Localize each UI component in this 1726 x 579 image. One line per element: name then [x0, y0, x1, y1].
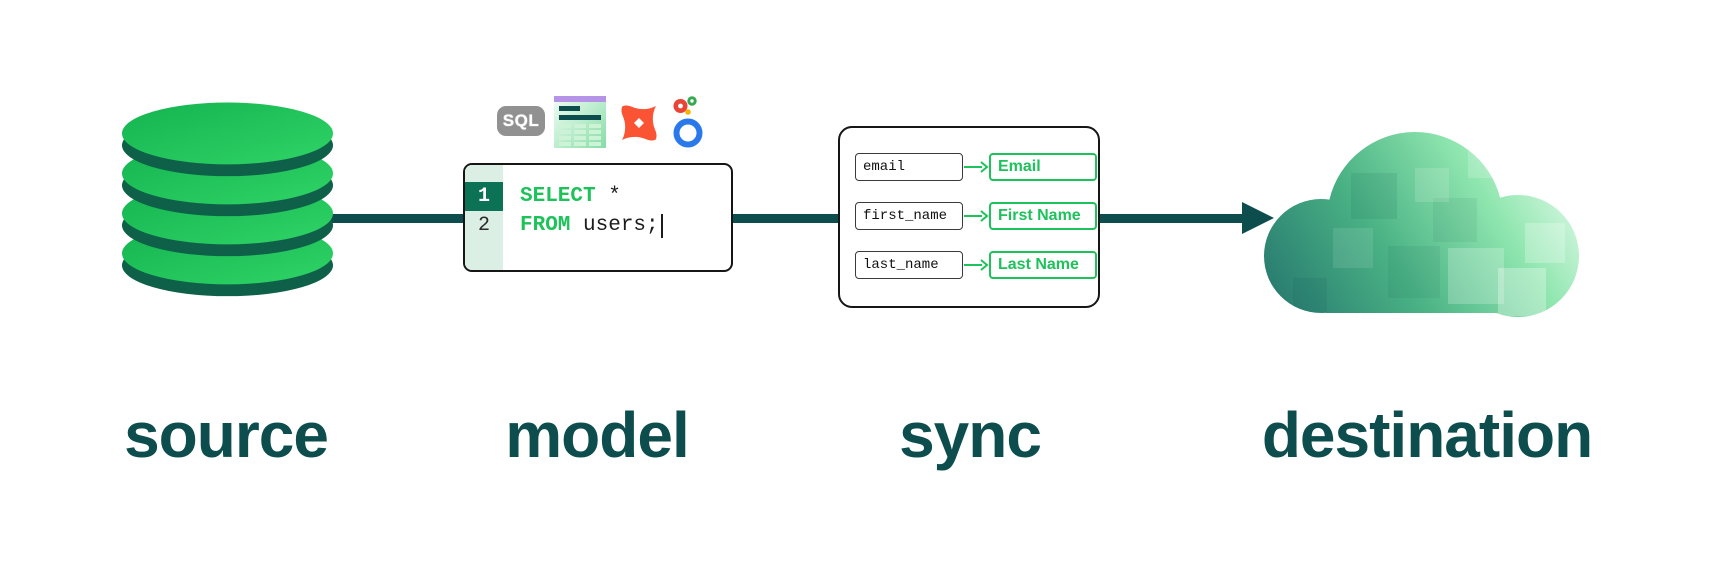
cloud-icon — [1263, 128, 1583, 323]
mapping-row: first_name First Name — [855, 202, 1098, 230]
label-sync: sync — [899, 399, 1042, 471]
mapping-row: last_name Last Name — [855, 251, 1098, 279]
text-cursor — [660, 213, 663, 238]
sql-editor: 1 2 SELECT * FROM users; — [463, 163, 733, 272]
mapping-row: email Email — [855, 153, 1098, 181]
database-icon — [120, 98, 335, 303]
code-line-1: SELECT * — [520, 182, 663, 211]
connector-sync-to-destination — [1098, 214, 1245, 223]
mapping-arrow-icon — [964, 161, 989, 173]
code-text: users; — [570, 214, 659, 237]
destination-field: Last Name — [989, 251, 1097, 279]
line-number: 2 — [477, 214, 490, 237]
destination-field: First Name — [989, 202, 1097, 230]
code-line-2: FROM users; — [520, 211, 663, 240]
connector-source-to-model — [290, 214, 466, 223]
code-area: SELECT * FROM users; — [503, 165, 663, 270]
line-number: 1 — [465, 182, 503, 211]
source-field: last_name — [855, 251, 963, 279]
dbt-icon — [614, 98, 664, 153]
label-model: model — [505, 399, 689, 471]
mapping-arrow-icon — [964, 259, 989, 271]
sql-badge: SQL — [497, 106, 545, 136]
looker-icon — [671, 96, 705, 153]
sql-keyword: FROM — [520, 214, 571, 237]
spreadsheet-icon — [554, 96, 606, 153]
destination-field: Email — [989, 153, 1097, 181]
connector-model-to-sync — [731, 214, 843, 223]
code-text: * — [595, 185, 621, 208]
sql-keyword: SELECT — [520, 185, 596, 208]
label-source: source — [124, 399, 329, 471]
field-mapping-box: email Email first_name First Name last_n… — [838, 126, 1100, 308]
label-destination: destination — [1261, 399, 1593, 471]
source-field: email — [855, 153, 963, 181]
source-field: first_name — [855, 202, 963, 230]
arrowhead-icon — [1242, 202, 1274, 234]
line-number-gutter: 1 2 — [465, 165, 503, 270]
mapping-arrow-icon — [964, 210, 989, 222]
